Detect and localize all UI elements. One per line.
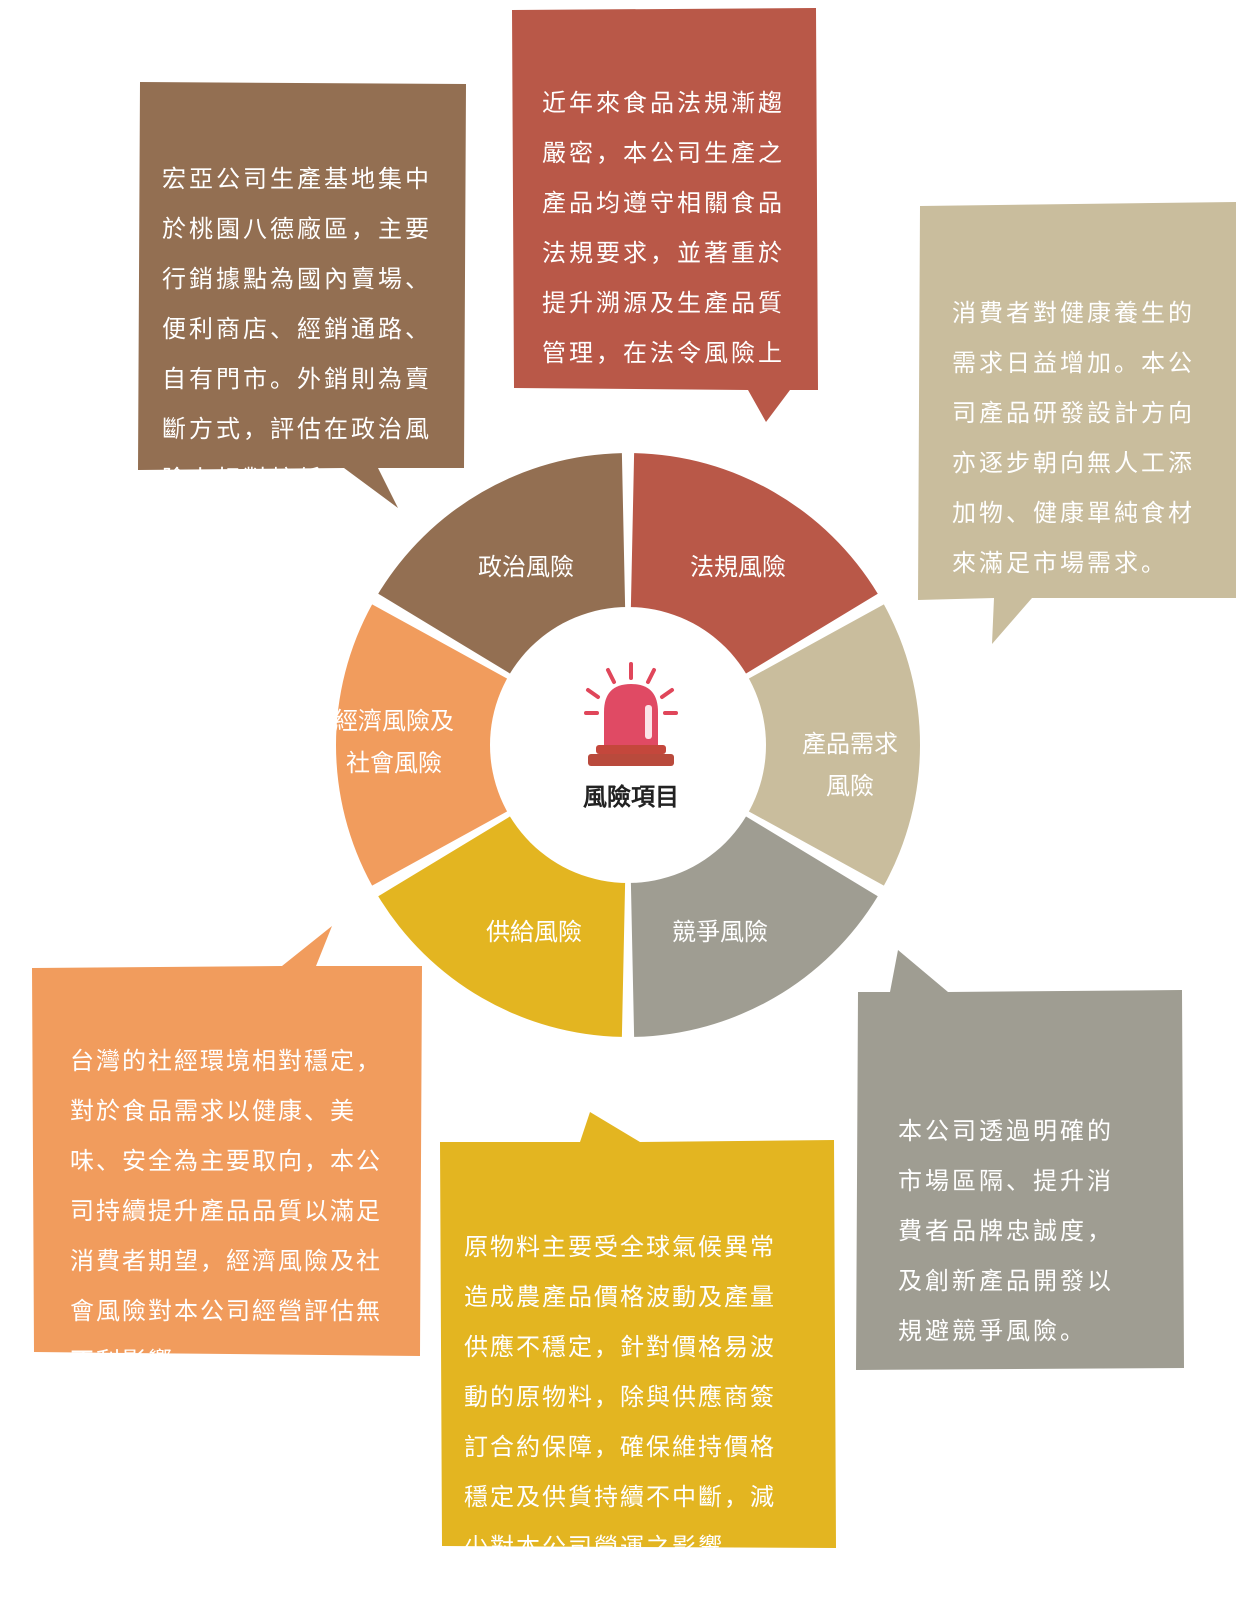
segment-label-political: 政治風險 [478, 553, 574, 581]
segment-regulatory [630, 453, 878, 677]
segment-supply [378, 813, 626, 1037]
wheel-segments [335, 453, 920, 1037]
political-description-text: 宏亞公司生產基地集中 於桃園八德廠區，主要 行銷據點為國內賣場、 便利商店、經銷… [162, 165, 432, 493]
segment-economic-social [335, 604, 513, 886]
competition-description-text: 本公司透過明確的 市場區隔、提升消 費者品牌忠誠度， 及創新產品開發以 規避競爭… [898, 1117, 1114, 1345]
regulatory-description: 近年來食品法規漸趨 嚴密，本公司生產之 產品均遵守相關食品 法規要求，並著重於 … [542, 28, 812, 478]
segment-label-regulatory: 法規風險 [690, 553, 786, 581]
center-title: 風險項目 [583, 783, 679, 811]
product-demand-description: 消費者對健康養生的 需求日益增加。本公 司產品研發設計方向 亦逐步朝向無人工添 … [952, 238, 1222, 638]
segment-political [378, 453, 626, 677]
regulatory-description-text: 近年來食品法規漸趨 嚴密，本公司生產之 產品均遵守相關食品 法規要求，並著重於 … [542, 89, 785, 417]
supply-description-text: 原物料主要受全球氣候異常 造成農產品價格波動及產量 供應不穩定，針對價格易波 動… [464, 1233, 776, 1561]
segment-competition [630, 813, 878, 1037]
segment-label-supply: 供給風險 [486, 918, 582, 946]
economic-social-description-text: 台灣的社經環境相對穩定， 對於食品需求以健康、美 味、安全為主要取向，本公 司持… [70, 1047, 382, 1375]
political-description: 宏亞公司生產基地集中 於桃園八德廠區，主要 行銷據點為國內賣場、 便利商店、經銷… [162, 104, 458, 554]
competition-description: 本公司透過明確的 市場區隔、提升消 費者品牌忠誠度， 及創新產品開發以 規避競爭… [898, 1056, 1168, 1406]
segment-label-economic-social: 經濟風險及社會風險 [334, 707, 454, 777]
product-demand-description-text: 消費者對健康養生的 需求日益增加。本公 司產品研發設計方向 亦逐步朝向無人工添 … [952, 299, 1195, 577]
segment-label-product-demand: 產品需求風險 [802, 730, 898, 800]
supply-description: 原物料主要受全球氣候異常 造成農產品價格波動及產量 供應不穩定，針對價格易波 動… [464, 1172, 816, 1622]
segment-product-demand [743, 604, 920, 886]
alarm-light-icon [584, 662, 678, 766]
segment-label-competition: 競爭風險 [672, 918, 768, 946]
economic-social-description: 台灣的社經環境相對穩定， 對於食品需求以健康、美 味、安全為主要取向，本公 司持… [70, 986, 410, 1436]
